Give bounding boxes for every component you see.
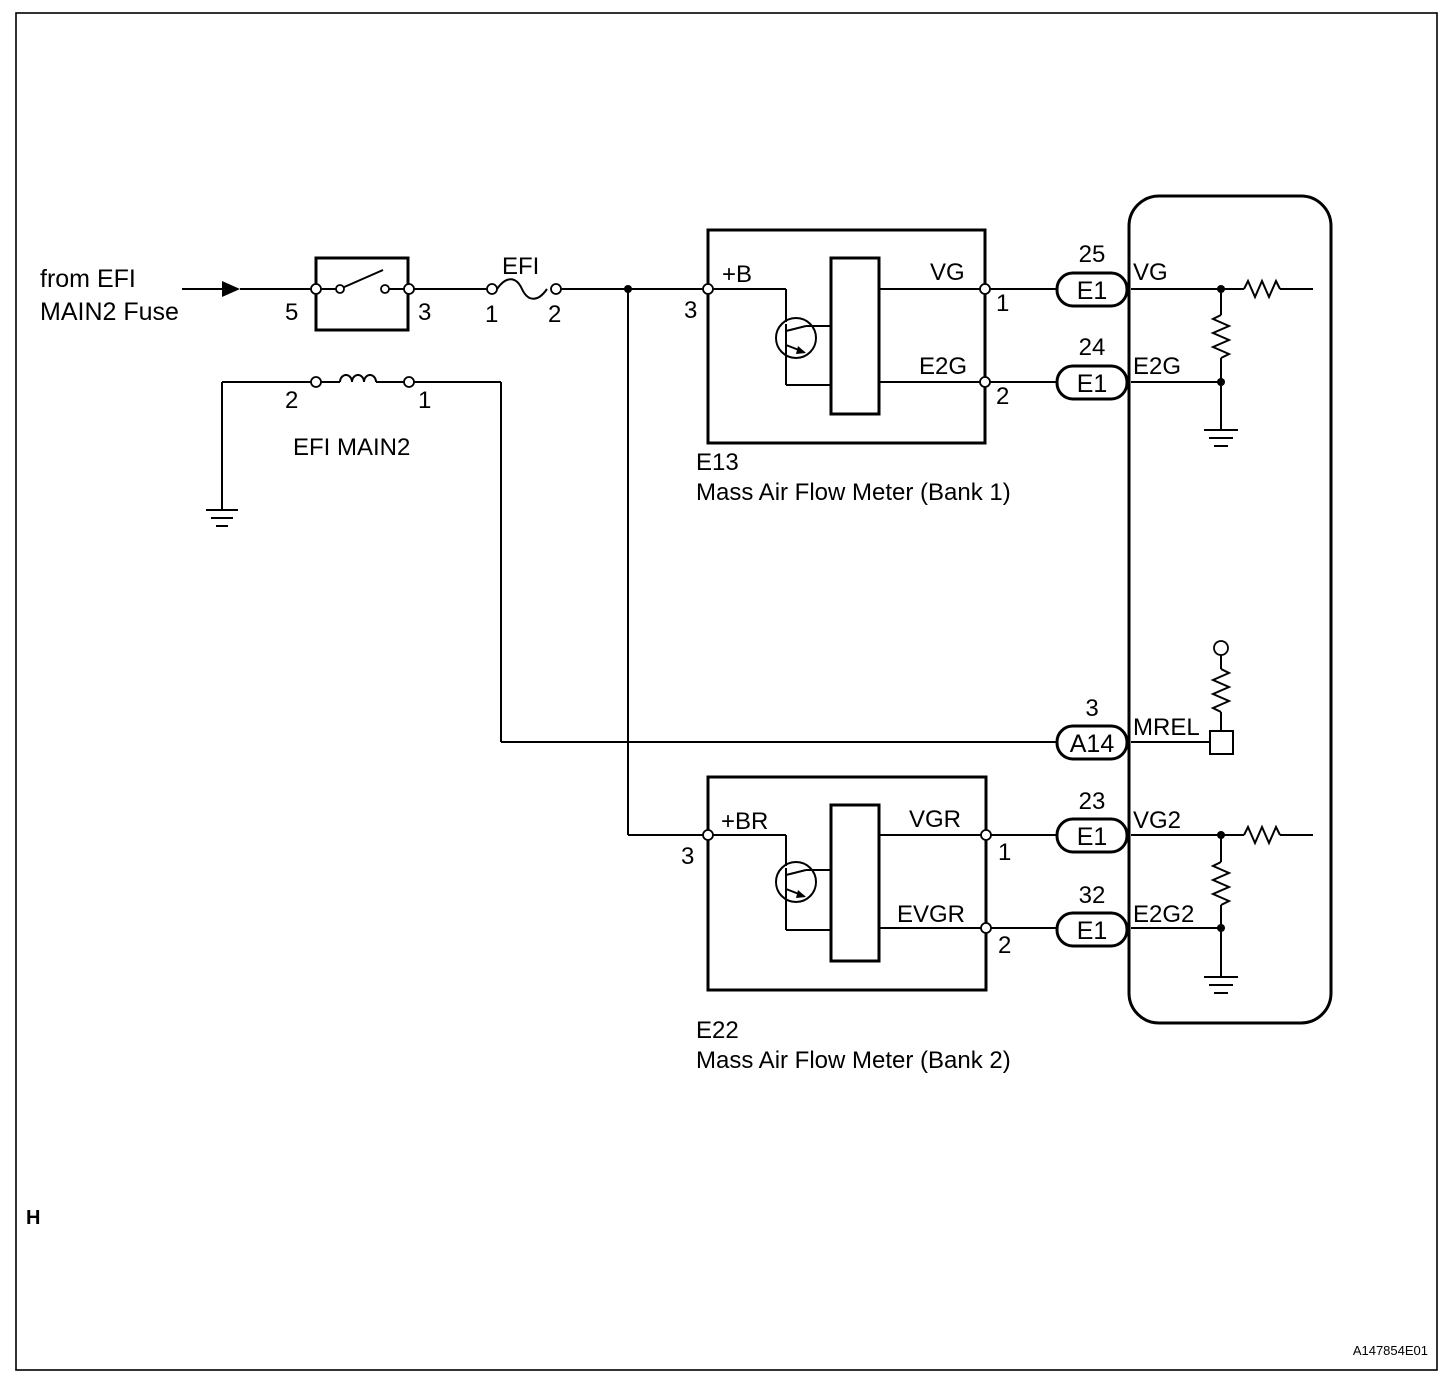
ecm-connector-mrel-pin: 3 (1085, 695, 1098, 722)
ecm-connector-vg2 (1055, 817, 1129, 854)
source-label-line2: MAIN2 Fuse (40, 298, 179, 326)
ecm-terminal-vg2: VG2 (1133, 807, 1181, 834)
relay-pin-5-terminal (310, 283, 322, 295)
maf1-pin-3-terminal (702, 283, 714, 295)
maf1-pin-1-terminal (979, 283, 991, 295)
relay-pin-1-terminal (403, 376, 415, 388)
outer-frame (15, 12, 1438, 1371)
maf-bank1-box (702, 228, 991, 445)
fuse-name-label: EFI (502, 253, 539, 280)
maf1-pin-signal-label: 1 (996, 290, 1009, 317)
ecm-terminal-vg: VG (1133, 259, 1168, 286)
ecm-internal-vg2 (1131, 824, 1313, 994)
maf1-pin-ground-label: 2 (996, 383, 1009, 410)
ecm-connector-vg-pin: 25 (1079, 241, 1106, 268)
figure-code: A147854E01 (1353, 1343, 1428, 1358)
ecm-internal-mrel (1131, 640, 1234, 755)
ecm-connector-mrel (1055, 724, 1129, 761)
ecm-connector-vg2-name: E1 (1077, 823, 1108, 851)
fuse-efi (486, 278, 562, 300)
maf1-name-label: Mass Air Flow Meter (Bank 1) (696, 479, 1011, 506)
maf2-pin-2-terminal (980, 922, 992, 934)
source-arrow (182, 281, 312, 297)
maf1-code-label: E13 (696, 449, 739, 476)
corner-letter: H (26, 1207, 40, 1229)
ecm-connector-vg2-pin: 23 (1079, 788, 1106, 815)
relay-pin-5-label: 5 (285, 299, 298, 326)
maf2-ground-label: EVGR (897, 901, 965, 928)
maf-bank2-box (702, 775, 992, 992)
maf2-pin-3-terminal (702, 829, 714, 841)
relay-pin-1-label: 1 (418, 387, 431, 414)
ecm-terminal-e2g2: E2G2 (1133, 901, 1194, 928)
ecm-box (1127, 194, 1333, 1025)
ecm-connector-mrel-name: A14 (1070, 730, 1115, 758)
ecm-connector-e2g2-pin: 32 (1079, 882, 1106, 909)
relay-pin-2-terminal (310, 376, 322, 388)
relay-pin-3-terminal (403, 283, 415, 295)
maf1-pin-2-terminal (979, 376, 991, 388)
ecm-internal-vg (1131, 278, 1313, 447)
maf2-pin-power-label: 3 (681, 843, 694, 870)
fuse-pin-1-label: 1 (485, 301, 498, 328)
relay-name-label: EFI MAIN2 (293, 434, 410, 461)
relay-efi-main2 (310, 256, 415, 388)
maf2-pin-signal-label: 1 (998, 839, 1011, 866)
relay-ground-icon (206, 509, 238, 527)
maf2-pin-1-terminal (980, 829, 992, 841)
fuse-pin-2-label: 2 (548, 301, 561, 328)
relay-ground-wire (221, 381, 311, 510)
ecm-connector-vg (1055, 271, 1129, 308)
ecm-connector-e2g-pin: 24 (1079, 334, 1106, 361)
ecm-connector-e2g2-name: E1 (1077, 917, 1108, 945)
ecm-terminal-e2g: E2G (1133, 353, 1181, 380)
maf1-signal-label: VG (930, 259, 965, 286)
maf2-signal-label: VGR (909, 806, 961, 833)
maf2-code-label: E22 (696, 1017, 739, 1044)
ecm-connector-vg-name: E1 (1077, 277, 1108, 305)
ecm-connector-e2g2 (1055, 911, 1129, 948)
maf2-pin-ground-label: 2 (998, 932, 1011, 959)
maf1-ground-label: E2G (919, 353, 967, 380)
relay-pin-2-label: 2 (285, 387, 298, 414)
maf2-power-label: +BR (721, 808, 768, 835)
ecm-connector-e2g-name: E1 (1077, 370, 1108, 398)
ecm-connector-e2g (1055, 364, 1129, 401)
maf1-pin-power-label: 3 (684, 297, 697, 324)
source-label-line1: from EFI (40, 265, 136, 293)
maf1-power-label: +B (722, 261, 752, 288)
ecm-terminal-mrel: MREL (1133, 714, 1200, 741)
maf2-name-label: Mass Air Flow Meter (Bank 2) (696, 1047, 1011, 1074)
relay-pin-3-label: 3 (418, 299, 431, 326)
wire-relay-to-mrel (414, 381, 1057, 743)
